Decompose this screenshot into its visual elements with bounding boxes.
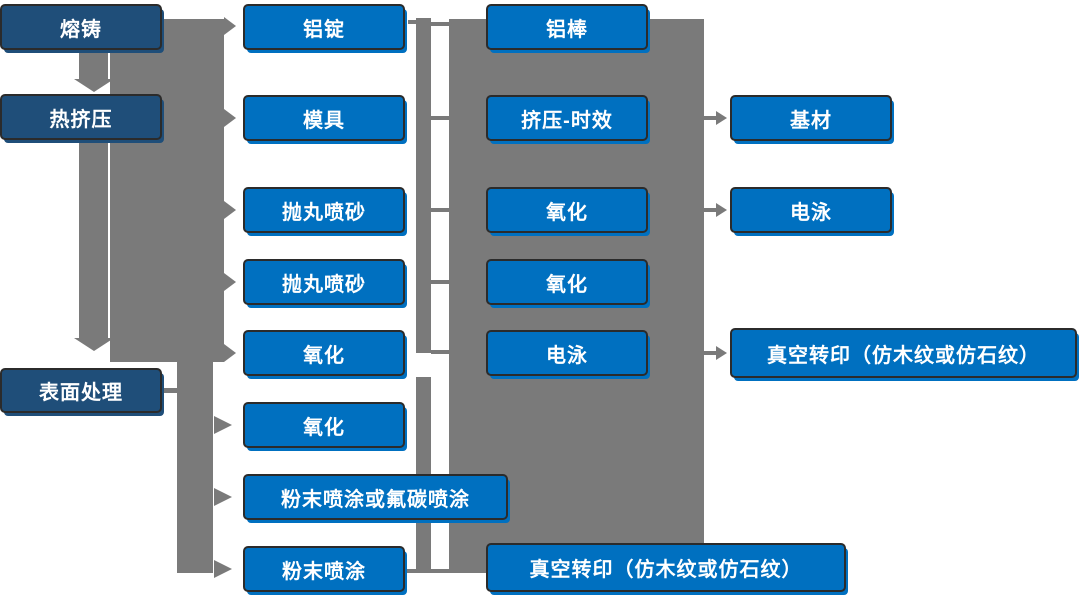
node-oxidation-2-label: 氧化 bbox=[303, 416, 345, 439]
node-aluminum-rod-label: 铝棒 bbox=[546, 18, 588, 41]
node-oxidation-4-label: 氧化 bbox=[546, 273, 588, 296]
arrow-to-base-material-shaft bbox=[704, 116, 716, 120]
arrowhead-to-shot-blasting-1 bbox=[224, 201, 236, 219]
node-aluminum-ingot-label: 铝锭 bbox=[303, 18, 345, 41]
node-aluminum-ingot: 铝锭 bbox=[243, 4, 405, 50]
node-powder-or-fluorocarbon: 粉末喷涂或氟碳喷涂 bbox=[243, 474, 508, 520]
left-connector-band bbox=[177, 353, 213, 573]
node-oxidation-1-label: 氧化 bbox=[303, 344, 345, 367]
node-electrophoresis-1-label: 电泳 bbox=[546, 344, 588, 367]
arrowhead-to-mold bbox=[224, 109, 236, 127]
mid-tick-row8 bbox=[431, 569, 449, 573]
node-vacuum-transfer-1: 真空转印（仿木纹或仿石纹） bbox=[486, 543, 846, 592]
stub-aluminum-ingot bbox=[408, 20, 416, 24]
left-connector-mass bbox=[110, 19, 224, 362]
arrowhead-to-shot-blasting-2 bbox=[224, 273, 236, 291]
node-oxidation-4: 氧化 bbox=[486, 259, 648, 305]
node-shot-blasting-1-label: 抛丸喷砂 bbox=[282, 201, 366, 224]
mid-tick-row5 bbox=[431, 350, 449, 354]
node-mold-label: 模具 bbox=[303, 109, 345, 132]
node-surface-treatment-label: 表面处理 bbox=[39, 382, 123, 404]
stub-powder-coating bbox=[407, 569, 416, 573]
node-extrusion-aging-label: 挤压-时效 bbox=[521, 109, 613, 132]
node-powder-or-fluorocarbon-label: 粉末喷涂或氟碳喷涂 bbox=[281, 488, 470, 511]
node-electrophoresis-1: 电泳 bbox=[486, 330, 648, 376]
node-melting-label: 熔铸 bbox=[60, 18, 102, 41]
arrow-to-electrophoresis2-head bbox=[716, 203, 727, 217]
node-surface-treatment: 表面处理 bbox=[0, 368, 162, 413]
node-vacuum-transfer-2-label: 真空转印（仿木纹或仿石纹） bbox=[767, 344, 1040, 367]
node-vacuum-transfer-2: 真空转印（仿木纹或仿石纹） bbox=[730, 328, 1077, 378]
node-shot-blasting-1: 抛丸喷砂 bbox=[243, 187, 405, 233]
node-oxidation-1: 氧化 bbox=[243, 330, 405, 376]
node-base-material: 基材 bbox=[730, 95, 892, 141]
mid-tick-row4 bbox=[431, 280, 449, 284]
node-hot-extrusion-label: 热挤压 bbox=[49, 108, 113, 131]
arrowhead-to-powder-fluoro bbox=[214, 488, 232, 506]
arrow-to-electrophoresis2-shaft bbox=[704, 208, 716, 212]
down-arrow-melting-shaft bbox=[79, 50, 108, 79]
arrowhead-to-oxidation-2 bbox=[214, 416, 232, 434]
arrow-to-base-material-head bbox=[716, 111, 727, 125]
mid-tick-row2 bbox=[431, 116, 449, 120]
node-oxidation-3: 氧化 bbox=[486, 187, 648, 233]
node-powder-coating-label: 粉末喷涂 bbox=[282, 560, 366, 583]
arrowhead-to-aluminum-ingot bbox=[224, 17, 236, 35]
node-oxidation-2: 氧化 bbox=[243, 402, 405, 448]
node-mold: 模具 bbox=[243, 95, 405, 141]
node-powder-coating: 粉末喷涂 bbox=[243, 546, 405, 592]
node-extrusion-aging: 挤压-时效 bbox=[486, 95, 648, 141]
node-aluminum-rod: 铝棒 bbox=[486, 4, 648, 50]
node-vacuum-transfer-1-label: 真空转印（仿木纹或仿石纹） bbox=[529, 559, 803, 581]
down-arrow-surface-shaft bbox=[79, 140, 108, 338]
node-shot-blasting-2-label: 抛丸喷砂 bbox=[282, 273, 366, 296]
arrow-to-vacuum-transfer2-shaft bbox=[704, 351, 716, 355]
node-hot-extrusion: 热挤压 bbox=[0, 94, 162, 140]
arrowhead-to-powder-coating bbox=[214, 560, 232, 578]
node-electrophoresis-2: 电泳 bbox=[730, 187, 892, 233]
node-base-material-label: 基材 bbox=[790, 109, 832, 132]
down-arrow-surface-head bbox=[74, 338, 114, 351]
node-melting: 熔铸 bbox=[0, 4, 162, 50]
arrowhead-to-oxidation-1 bbox=[224, 344, 236, 362]
mid-tick-row1 bbox=[431, 22, 449, 26]
arrow-to-vacuum-transfer2-head bbox=[716, 346, 727, 360]
node-shot-blasting-2: 抛丸喷砂 bbox=[243, 259, 405, 305]
mid-bar-upper bbox=[416, 18, 431, 353]
node-oxidation-3-label: 氧化 bbox=[546, 201, 588, 224]
mid-tick-row3 bbox=[431, 208, 449, 212]
node-electrophoresis-2-label: 电泳 bbox=[790, 201, 832, 224]
surface-treatment-stub bbox=[163, 388, 179, 393]
down-arrow-melting-head bbox=[74, 79, 114, 92]
